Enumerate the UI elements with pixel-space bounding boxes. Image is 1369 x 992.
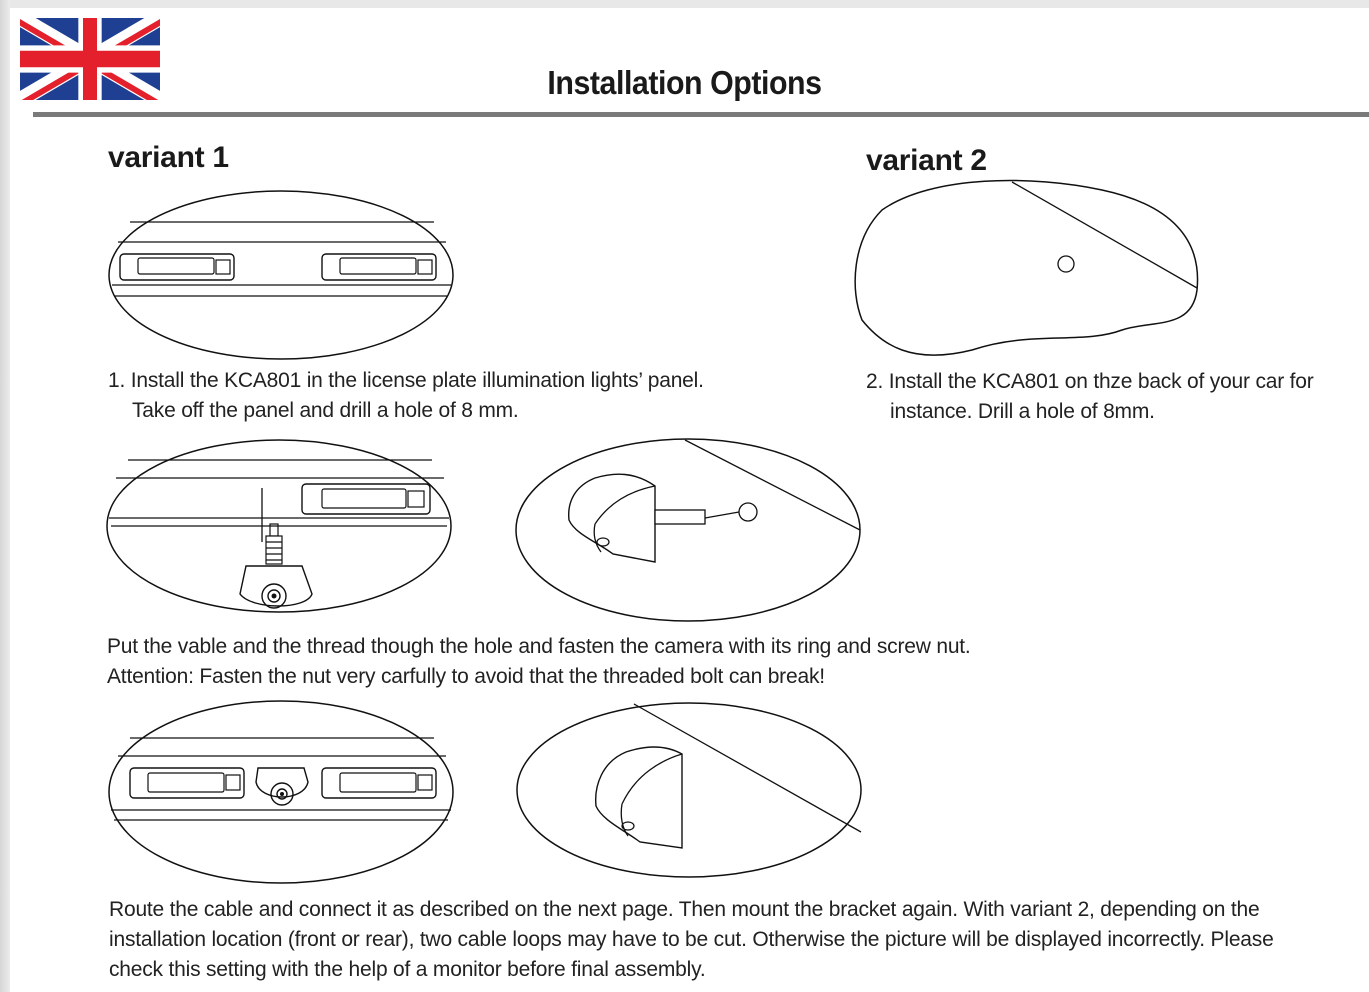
mounted-camera [255,767,309,806]
mounted-camera-side [595,746,683,849]
final-instructions-line1: Route the cable and connect it as descri… [109,898,1260,921]
final-instructions-line2: installation location (front or rear), t… [109,928,1274,951]
variant2-step-line2: instance. Drill a hole of 8mm. [890,400,1155,423]
uk-flag-icon [20,18,160,100]
camera-unit [239,523,313,609]
page-title: Installation Options [547,64,822,101]
camera-mounted-car-body-illustration [516,702,862,878]
manual-page [10,8,1369,992]
final-instructions-line3: check this setting with the help of a mo… [109,958,706,981]
variant1-step-line1: 1. Install the KCA801 in the license pla… [108,369,704,392]
final-instructions: Route the cable and connect it as descri… [109,895,1274,985]
camera-side-view [568,473,758,563]
camera-thread-through-panel-illustration [106,439,452,613]
page-edge-shadow [0,0,10,992]
variant1-step: 1. Install the KCA801 in the license pla… [108,366,704,426]
plate-light-left [119,253,235,281]
camera-to-car-body-illustration [515,438,861,622]
variant2-heading: variant 2 [866,144,987,177]
variant2-step-line1: 2. Install the KCA801 on thze back of yo… [866,370,1314,393]
plate-light-right [321,253,437,281]
camera-mounted-panel-illustration [108,700,454,884]
mount-instructions: Put the vable and the thread though the … [107,632,971,692]
variant1-heading: variant 1 [108,141,229,174]
title-divider [33,112,1369,117]
mount-instructions-line2: Attention: Fasten the nut very carfully … [107,665,825,688]
mount-instructions-line1: Put the vable and the thread though the … [107,635,971,658]
variant2-step: 2. Install the KCA801 on thze back of yo… [866,367,1314,427]
license-plate-panel-illustration [108,190,454,360]
variant1-step-line2: Take off the panel and drill a hole of 8… [132,399,519,422]
car-body-panel-illustration [854,179,1199,356]
